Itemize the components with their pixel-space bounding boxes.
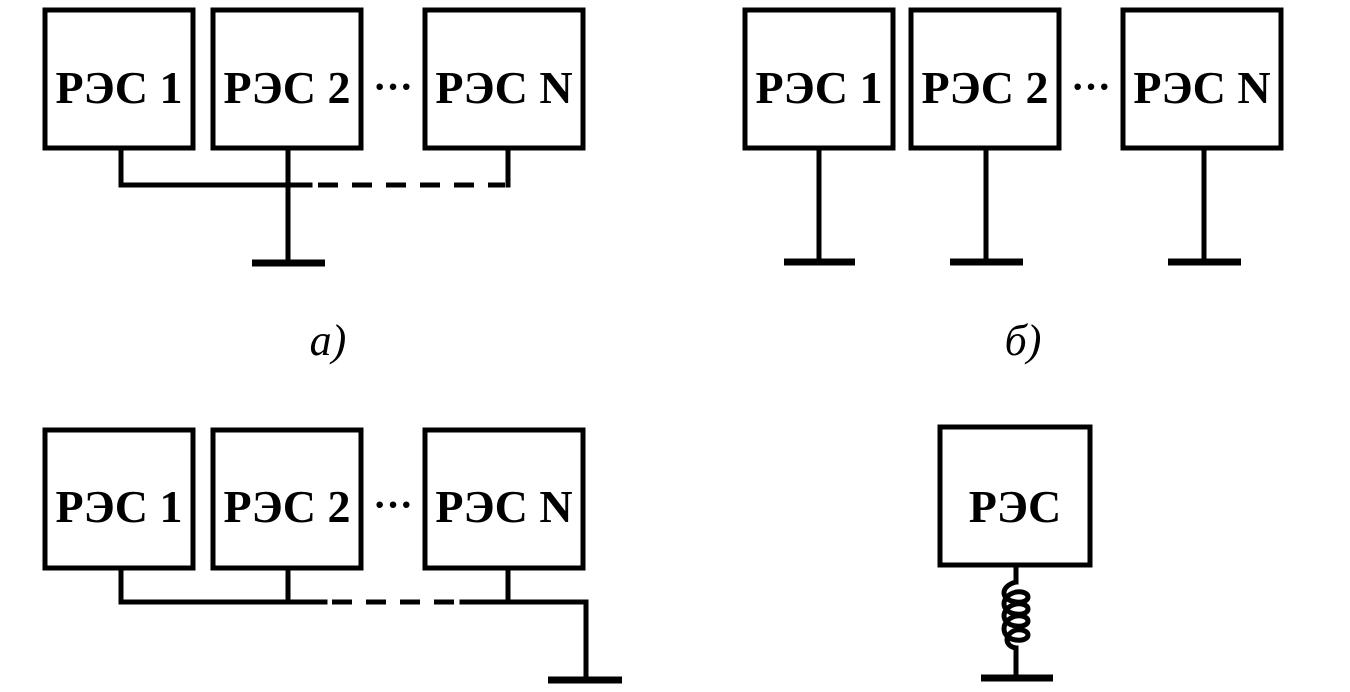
panel-a-box-n [422, 7, 586, 151]
panel-c-bus [118, 565, 328, 605]
panel-c-box-n-label: РЭС N [435, 481, 572, 532]
panel-d-box-label: РЭС [969, 481, 1062, 532]
panel-c-box-1 [42, 427, 196, 571]
panel-b-ellipsis: ··· [1071, 64, 1111, 109]
panel-b-box-1-label: РЭС 1 [755, 62, 882, 113]
panel-d-coil-inductor [1001, 579, 1031, 651]
panel-b-box-2-label: РЭС 2 [921, 62, 1048, 113]
panel-a-box-2-label: РЭС 2 [223, 62, 350, 113]
panel-a-box-n-label: РЭС N [435, 62, 572, 113]
panel-a: РЭС 1 РЭС 2 РЭС N ··· а) [42, 7, 586, 365]
panel-c-ellipsis: ··· [373, 482, 413, 527]
panel-b: РЭС 1 РЭС 2 РЭС N ··· б) [742, 7, 1284, 365]
panel-b-box-n-label: РЭС N [1133, 62, 1270, 113]
panel-c-box-2-label: РЭС 2 [223, 481, 350, 532]
panel-a-box-1-label: РЭС 1 [55, 62, 182, 113]
panel-b-caption: б) [1005, 316, 1042, 365]
panel-a-box-1 [42, 7, 196, 151]
panel-c-box-n [422, 427, 586, 571]
panel-d-box [937, 424, 1093, 568]
panel-d: РЭС [937, 424, 1093, 682]
panel-c-bus-end [459, 599, 589, 683]
panel-c: РЭС 1 РЭС 2 РЭС N ··· [42, 427, 622, 684]
panel-a-bus [118, 145, 313, 188]
panel-c-box-1-label: РЭС 1 [55, 481, 182, 532]
panel-b-box-2 [908, 7, 1062, 151]
panel-a-caption: а) [310, 316, 347, 365]
panel-a-ellipsis: ··· [373, 64, 413, 109]
